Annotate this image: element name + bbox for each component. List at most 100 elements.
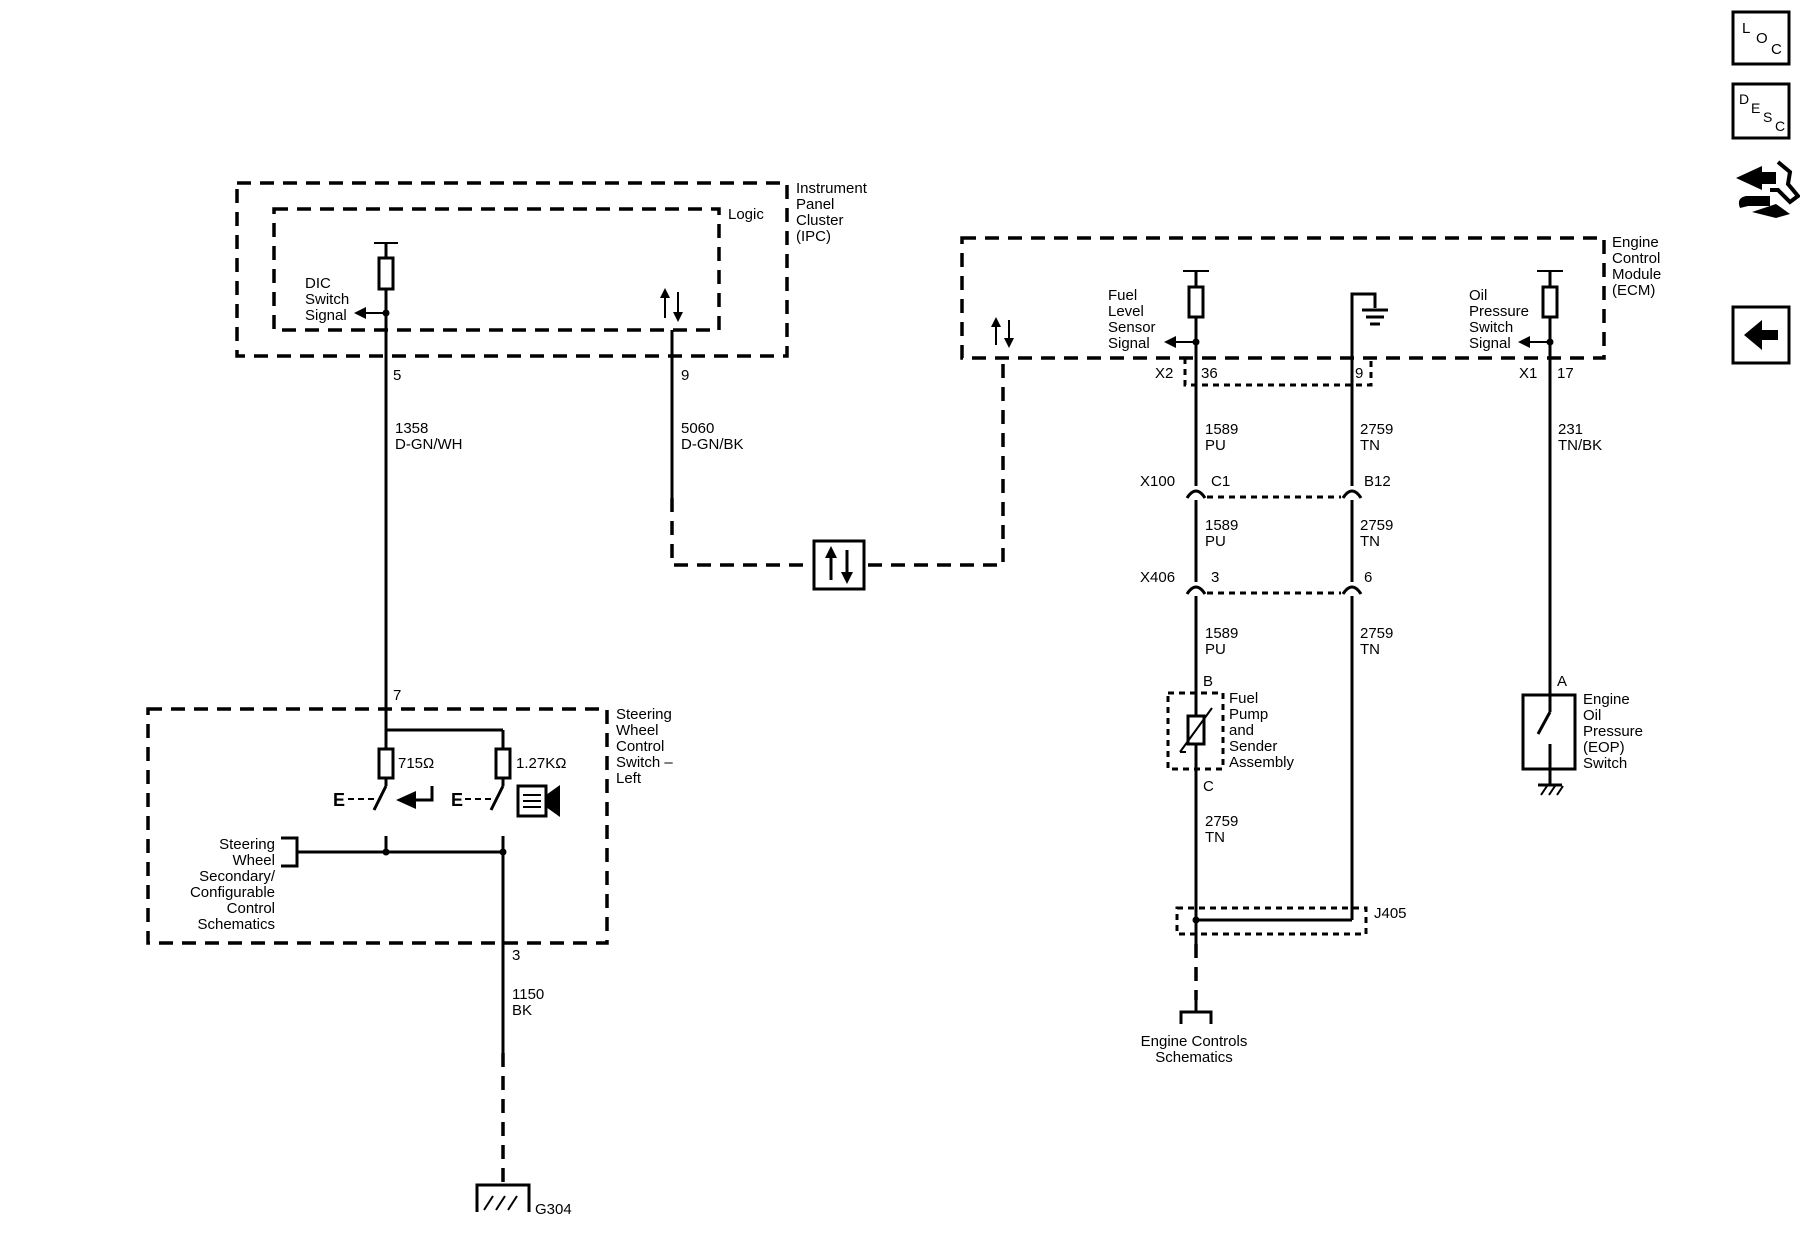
fuel-signal-label: Sensor <box>1108 319 1156 336</box>
fuel-signal-label: Fuel <box>1108 287 1137 304</box>
ipc-name-line: Panel <box>796 196 834 213</box>
loc-letter: C <box>1771 41 1782 58</box>
secondary-label: Wheel <box>232 852 275 869</box>
connector-label: X2 <box>1155 365 1173 382</box>
swc-name-line: Left <box>616 770 642 787</box>
loc-letter: O <box>1756 30 1768 47</box>
oil-signal-label: Switch <box>1469 319 1513 336</box>
fuel-pump-sender: B Fuel Pump and Sender Assembly C <box>1166 673 1295 795</box>
splice-label: J405 <box>1374 905 1407 922</box>
ipc-name-line: Cluster <box>796 212 844 229</box>
wire-color: TN <box>1360 533 1380 550</box>
wire-color: TN <box>1360 641 1380 658</box>
ecm-connectors: X2 36 9 X1 17 <box>1155 358 1574 387</box>
pin-label: 3 <box>512 947 520 964</box>
ipc-name-line: (IPC) <box>796 228 831 245</box>
oil-pressure-circuit: 231 TN/BK A Engine Oil Pressure (EOP) Sw… <box>1521 342 1643 796</box>
ecm-name-line: Engine <box>1612 234 1659 251</box>
ipc-module: Instrument Panel Cluster (IPC) Logic DIC… <box>235 180 868 358</box>
ipc-signal-label: Switch <box>305 291 349 308</box>
ecm-name-line: Control <box>1612 250 1660 267</box>
resistor-1270 <box>494 747 512 780</box>
fuel-signal-label: Level <box>1108 303 1144 320</box>
oil-signal-label: Oil <box>1469 287 1487 304</box>
location-button[interactable]: L O C <box>1731 10 1791 66</box>
wire-color: D-GN/WH <box>395 436 463 453</box>
secondary-label: Configurable <box>190 884 275 901</box>
oil-signal-label: Pressure <box>1469 303 1529 320</box>
connector-label: X406 <box>1140 569 1175 586</box>
desc-letter: E <box>1751 100 1760 116</box>
loc-letter: L <box>1742 20 1750 37</box>
ground-icon <box>1538 783 1564 796</box>
description-button[interactable]: D E S C <box>1731 82 1791 140</box>
serial-data-box-icon <box>812 539 866 591</box>
oil-signal-label: Signal <box>1469 335 1511 352</box>
wire-circuit: 231 <box>1558 421 1583 438</box>
secondary-label: Secondary/ <box>199 868 276 885</box>
eop-name: Oil <box>1583 707 1601 724</box>
wire-circuit: 2759 <box>1360 625 1393 642</box>
eop-switch <box>1521 693 1577 771</box>
secondary-label: Steering <box>219 836 275 853</box>
wire-color: PU <box>1205 437 1226 454</box>
fuel-circuit: 1589 PU 2759 TN X100 C1 B12 1589 PU 2759… <box>1140 342 1407 1066</box>
arrow-left-icon <box>1744 320 1778 350</box>
arrow-left-icon <box>354 307 366 319</box>
resistor-value: 715Ω <box>398 755 434 772</box>
arrow-left-icon <box>1164 336 1176 348</box>
return-arrow-icon <box>396 786 434 809</box>
wire-circuit: 1150 <box>512 986 544 1003</box>
ground-icon <box>1362 308 1388 326</box>
ecm-module: Engine Control Module (ECM) Fuel Level S… <box>960 234 1661 360</box>
wire-circuit: 5060 <box>681 420 714 437</box>
wire-circuit: 2759 <box>1360 517 1393 534</box>
wrench-connector-icon[interactable] <box>1736 160 1800 218</box>
pin-label: B <box>1203 673 1213 690</box>
wire-color: PU <box>1205 533 1226 550</box>
ipc-signal-label: DIC <box>305 275 331 292</box>
serial-data-icon <box>660 288 683 322</box>
wire-circuit: 1589 <box>1205 517 1238 534</box>
fuel-pump-name: Pump <box>1229 706 1268 723</box>
fuel-pump-name: Fuel <box>1229 690 1258 707</box>
wire-circuit: 1589 <box>1205 625 1238 642</box>
resistor-715 <box>377 747 395 780</box>
ipc-logic-border <box>272 207 721 332</box>
pin-label: 3 <box>1211 569 1219 586</box>
swc-name-line: Control <box>616 738 664 755</box>
secondary-bracket <box>281 836 299 868</box>
switch-e-label: E <box>451 790 463 810</box>
resistor-value: 1.27KΩ <box>516 755 566 772</box>
fuel-pullup-resistor <box>1187 285 1205 319</box>
pin-label: 5 <box>393 367 401 384</box>
pin-label: 6 <box>1364 569 1372 586</box>
wire-color: D-GN/BK <box>681 436 744 453</box>
ecm-border <box>960 236 1606 360</box>
wire-circuit: 2759 <box>1360 421 1393 438</box>
engine-controls-label: Engine Controls <box>1141 1033 1248 1050</box>
wire-color: PU <box>1205 641 1226 658</box>
secondary-label: Control <box>227 900 275 917</box>
pin-label: 17 <box>1557 365 1574 382</box>
pin-label: C1 <box>1211 473 1230 490</box>
ipc-name-line: Instrument <box>796 180 868 197</box>
wire-color: TN <box>1360 437 1380 454</box>
switch-e-label: E <box>333 790 345 810</box>
connector-label: X100 <box>1140 473 1175 490</box>
ipc-signal-label: Signal <box>305 307 347 324</box>
arrow-left-icon <box>1518 336 1530 348</box>
ecm-name-line: (ECM) <box>1612 282 1655 299</box>
desc-letter: D <box>1739 91 1749 107</box>
connector-x406: X406 3 6 <box>1140 569 1372 595</box>
pin-label: 9 <box>681 367 689 384</box>
pin-label: A <box>1557 673 1567 690</box>
eop-name: (EOP) <box>1583 739 1625 756</box>
ipc-wires: 5 1358 D-GN/WH 9 5060 D-GN/BK <box>384 313 1005 730</box>
fuel-pump-name: and <box>1229 722 1254 739</box>
fuel-signal-label: Signal <box>1108 335 1150 352</box>
connector-bracket <box>1179 1010 1213 1024</box>
back-button[interactable] <box>1731 305 1791 365</box>
oil-pullup-resistor <box>1541 285 1559 319</box>
